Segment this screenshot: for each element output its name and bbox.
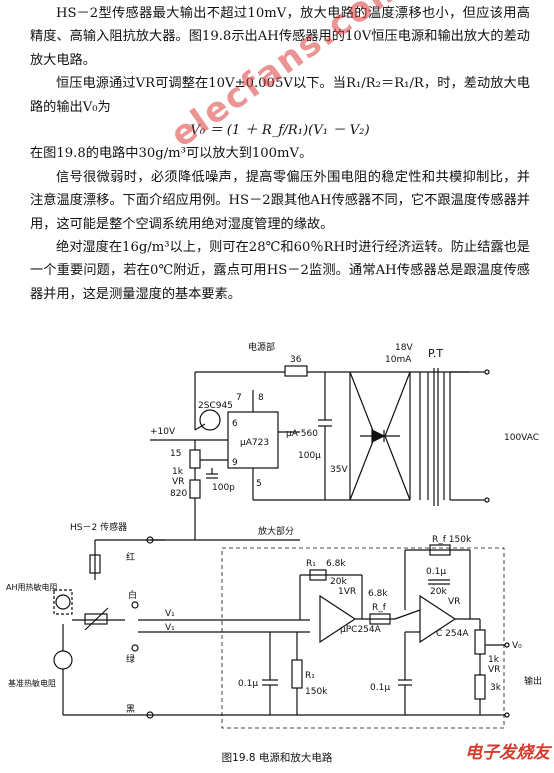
label-ic3: C 254A	[436, 629, 469, 639]
label-output: 输出	[524, 675, 542, 687]
label-820: 820	[170, 489, 187, 499]
paragraph-5: 绝对湿度在16g/m³以上，则可在28℃和60％RH时进行经济运转。防止结露也是…	[30, 240, 530, 302]
label-hs2-sensor: HS－2 传感器	[70, 521, 127, 533]
label-amp-section: 放大部分	[258, 525, 294, 537]
label-green: 绿	[126, 653, 135, 665]
label-white: 白	[128, 589, 137, 601]
label-power-source: 电源部	[248, 341, 275, 353]
figure-caption: 图19.8 电源和放大电路	[221, 752, 333, 764]
label-ah-res: AH用热敏电阻	[6, 582, 58, 592]
label-pt: P.T	[428, 347, 443, 360]
equation: V₀ ＝ (1 ＋ R_f/R₁)(V₁ － V₂)	[190, 123, 370, 139]
label-20k-a: 20k	[330, 577, 347, 587]
label-100vac: 100VAC	[504, 433, 539, 443]
label-r1a: R₁	[306, 559, 316, 569]
paragraph-1: HS－2型传感器最大输出不超过10mV，放大电路的温度漂移也小，但应该用高精度、…	[30, 6, 530, 68]
label-r1b: R₁	[305, 671, 315, 681]
label-pin7: 7	[236, 393, 242, 403]
label-35v: 35V	[330, 465, 348, 475]
label-pin8: 8	[258, 393, 264, 403]
label-transistor: 2SC945	[198, 401, 233, 411]
label-vo: V₀	[512, 641, 522, 651]
label-c01u-b: 0.1μ	[370, 683, 390, 693]
paragraph-2: 恒压电源通过VR可调整在10V±0.005V以下。当R₁/R₂＝R₁/R，时，差…	[30, 76, 530, 115]
label-c01u-top: 0.1μ	[426, 567, 446, 577]
label-c100u: 100μ	[298, 451, 321, 461]
label-10ma: 10mA	[385, 355, 412, 365]
label-vr-c: VR	[488, 665, 500, 675]
paragraph-4: 信号很微弱时，必须降低噪声，提高零偏压外围电阻的稳定性和共模抑制比，并注意温度漂…	[30, 169, 530, 232]
label-v1: V₁	[165, 609, 175, 619]
label-ic2: μPC254A	[340, 625, 382, 635]
label-vr: VR	[172, 477, 184, 487]
label-20k-b: 20k	[430, 587, 447, 597]
label-black: 黑	[126, 704, 135, 715]
label-ic1: μA723	[240, 438, 269, 448]
label-1vr: 1VR	[338, 587, 356, 597]
label-vr-b: VR	[448, 597, 460, 607]
label-68k-b: 6.8k	[368, 589, 388, 599]
label-rf150k: R_f 150k	[432, 535, 472, 545]
label-1k-b: 1k	[488, 655, 500, 665]
label-3k: 3k	[490, 683, 502, 693]
label-ref-res: 基准热敏电阻	[8, 678, 56, 688]
label-r36: 36	[290, 355, 302, 365]
site-logo: 电子发烧友	[465, 743, 550, 763]
label-c01u-a: 0.1μ	[238, 679, 258, 689]
label-10v: +10V	[150, 427, 176, 437]
label-ua560: μA 560	[286, 429, 318, 439]
label-v2: V₁	[165, 623, 175, 633]
label-pin5: 5	[256, 479, 262, 489]
paragraph-3: 在图19.8的电路中30g/m³可以放大到100mV。	[30, 146, 313, 162]
label-pin6: 6	[232, 419, 238, 429]
label-15: 15	[170, 449, 181, 459]
label-rf: R_f	[372, 603, 387, 613]
body-text: HS－2型传感器最大输出不超过10mV，放大电路的温度漂移也小，但应该用高精度、…	[30, 2, 530, 306]
label-150k: 150k	[305, 687, 328, 697]
label-red: 红	[126, 551, 135, 563]
label-1k: 1k	[172, 467, 184, 477]
label-18v: 18V	[395, 343, 413, 353]
label-68k-a: 6.8k	[326, 559, 346, 569]
label-pin9: 9	[232, 458, 238, 468]
label-100p: 100p	[212, 483, 235, 493]
